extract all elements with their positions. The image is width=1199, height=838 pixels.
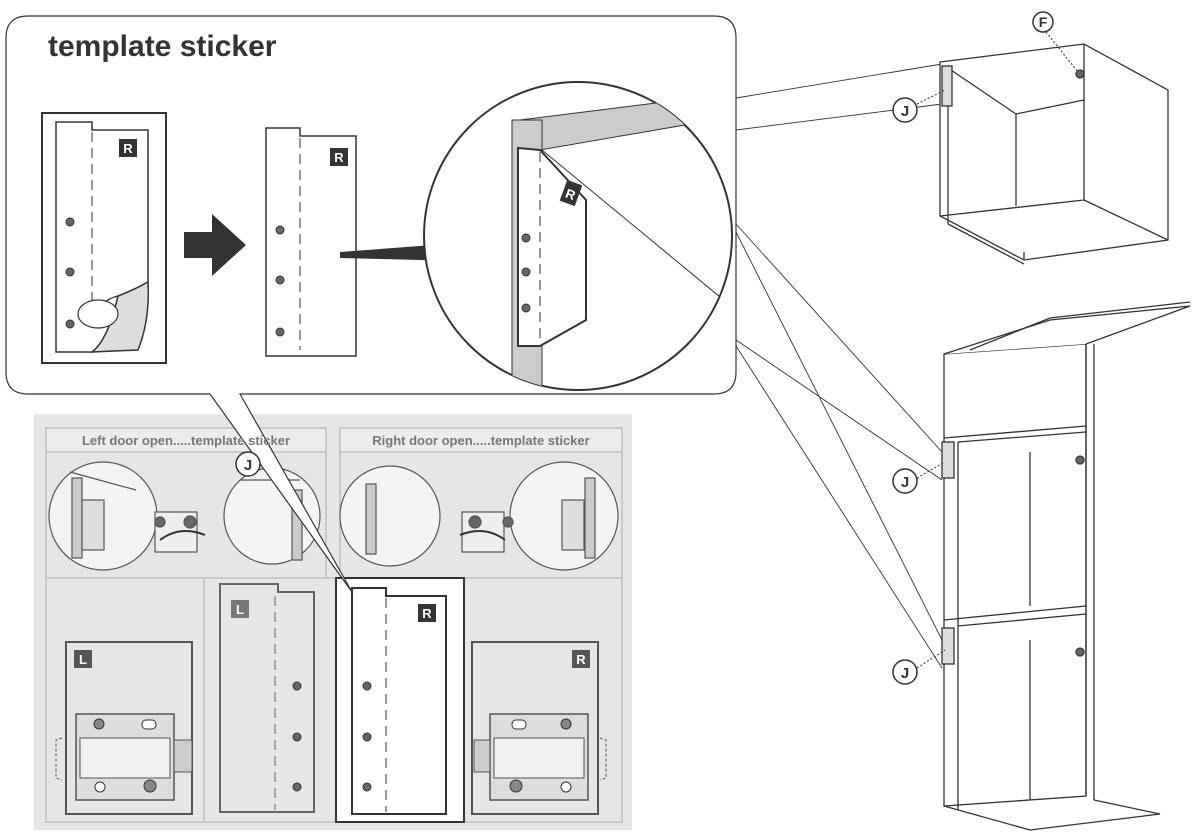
marker-J-panel: J (235, 451, 261, 477)
label-R-peel: R (123, 141, 133, 156)
label-J-low: J (901, 665, 909, 682)
left-hinge-zoom (48, 461, 321, 571)
leader-lines (735, 63, 943, 669)
label-F: F (1039, 14, 1048, 30)
callout-title: template sticker (48, 30, 277, 63)
label-L: L (79, 652, 87, 667)
left-hinge-cell: L (55, 641, 193, 815)
marker-J-mid: J (892, 461, 946, 494)
right-hinge-cell: R (471, 641, 607, 815)
left-template-sticker: L (219, 583, 315, 813)
peeling-template: R (41, 112, 167, 364)
door-orientation-panel: L L R (34, 414, 632, 830)
step-arrow (184, 214, 246, 276)
marker-J-top: J (892, 89, 946, 123)
label-R-hinge: R (576, 652, 586, 667)
right-template-sticker: R (335, 577, 465, 823)
label-L-template: L (236, 602, 244, 617)
label-J-top: J (901, 103, 909, 120)
right-door-header: Right door open.....template sticker (372, 433, 590, 448)
label-R-peeled: R (334, 150, 344, 165)
tall-cabinet (941, 301, 1191, 831)
marker-F: F (1032, 11, 1079, 73)
right-hinge-zoom (339, 461, 619, 571)
wall-cabinet (939, 43, 1169, 265)
left-door-header: Left door open.....template sticker (81, 433, 291, 448)
marker-J-low: J (892, 649, 946, 685)
label-J-mid: J (901, 474, 909, 491)
label-R-template: R (422, 606, 432, 621)
peeled-template: R (265, 127, 357, 357)
label-J-panel: J (244, 457, 252, 474)
